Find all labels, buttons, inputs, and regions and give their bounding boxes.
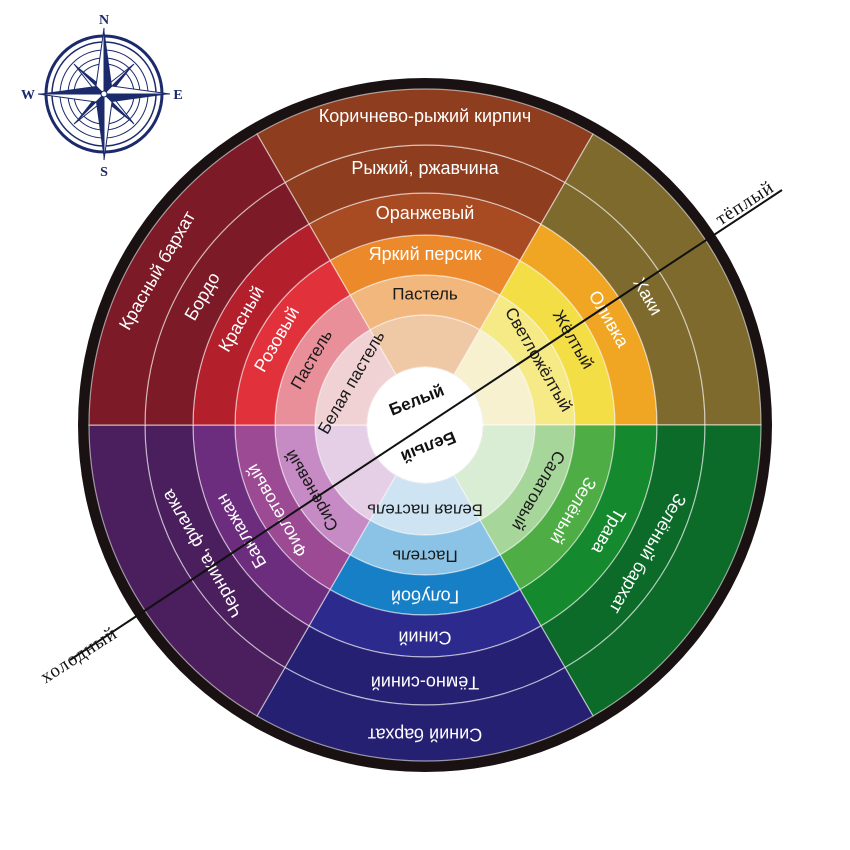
compass-south: S [100, 165, 108, 180]
compass-east: E [173, 88, 182, 103]
warm-cold-axis-line [69, 189, 783, 661]
sector-red-ring-5 [88, 133, 286, 426]
sector-brown-label-4: Рыжий, ржавчина [351, 158, 499, 178]
cold-axis-label: холодный [37, 623, 122, 688]
sector-brown-label-1: Пастель [392, 284, 458, 303]
sector-brown-label-5: Коричнево-рыжий кирпич [319, 106, 531, 126]
sector-blue-label-4: Тёмно-синий [371, 672, 479, 692]
sector-brown-label-2: Яркий персик [369, 244, 482, 264]
warm-axis-label: тёплый [712, 177, 778, 230]
sector-blue-label-1: Пастель [392, 547, 458, 566]
sector-blue-label-3: Синий [398, 627, 451, 647]
color-sectors [88, 88, 762, 762]
compass-west: W [21, 88, 35, 103]
sector-blue-label-5: Синий бархат [368, 724, 482, 744]
compass-north: N [99, 13, 109, 28]
sector-blue-label-0: Белая пастель [367, 501, 483, 520]
sector-brown-label-3: Оранжевый [376, 203, 475, 223]
compass-rose-icon: N S E W [21, 13, 183, 180]
sector-blue-label-2: Голубой [391, 586, 459, 606]
